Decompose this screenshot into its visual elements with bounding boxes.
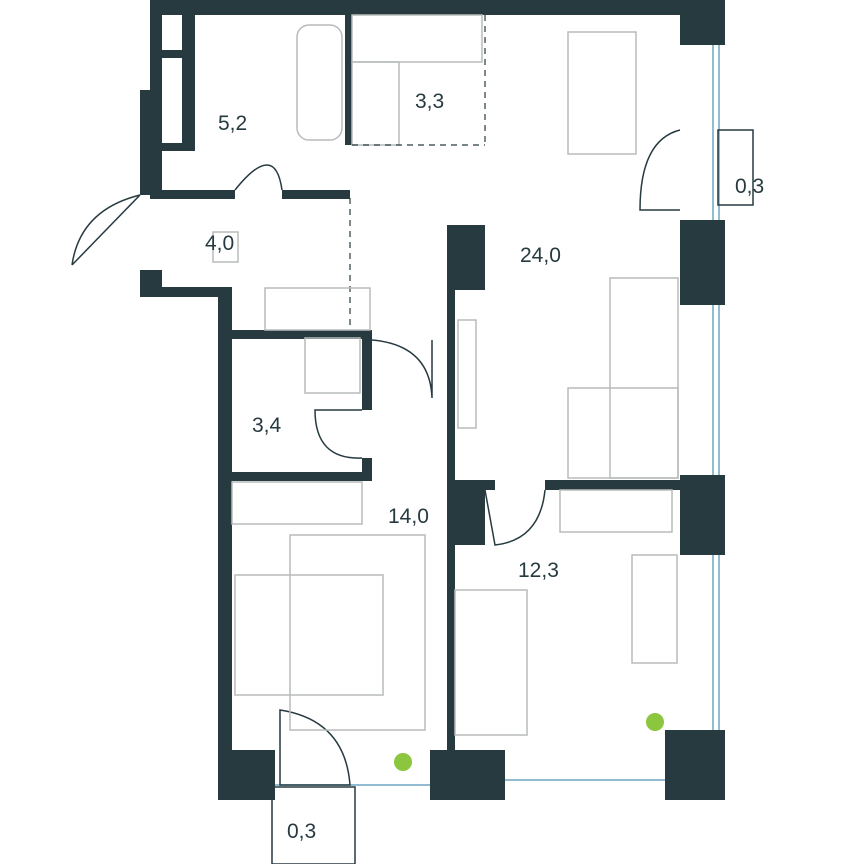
area-label-kitchen: 3,3 <box>415 90 444 113</box>
area-labels: 5,2 3,3 0,3 4,0 24,0 3,4 14,0 12,3 0,3 <box>205 90 764 843</box>
bathtub <box>296 24 343 141</box>
bed <box>289 534 426 731</box>
dining-table <box>567 31 637 155</box>
doors <box>71 129 681 786</box>
area-label-living: 24,0 <box>520 244 561 267</box>
bed-2 <box>454 589 528 736</box>
area-label-bedroom: 14,0 <box>388 505 429 528</box>
desk <box>631 554 678 664</box>
balcony-bottom-outline <box>271 786 356 864</box>
plant-icon <box>646 713 664 731</box>
balcony-top-outline <box>717 129 754 206</box>
area-label-hall: 4,0 <box>205 232 234 255</box>
plant-icon <box>394 753 412 771</box>
kitchen-fixtures <box>212 14 679 736</box>
area-label-balcony-bottom: 0,3 <box>287 820 316 843</box>
area-label-balcony-top: 0,3 <box>735 175 764 198</box>
area-label-bathroom-2: 3,4 <box>252 414 282 437</box>
area-label-bathroom: 5,2 <box>218 112 247 135</box>
walls <box>140 0 725 800</box>
plants <box>394 713 664 771</box>
area-label-bedroom-2: 12,3 <box>518 559 559 582</box>
sofa <box>567 387 679 479</box>
